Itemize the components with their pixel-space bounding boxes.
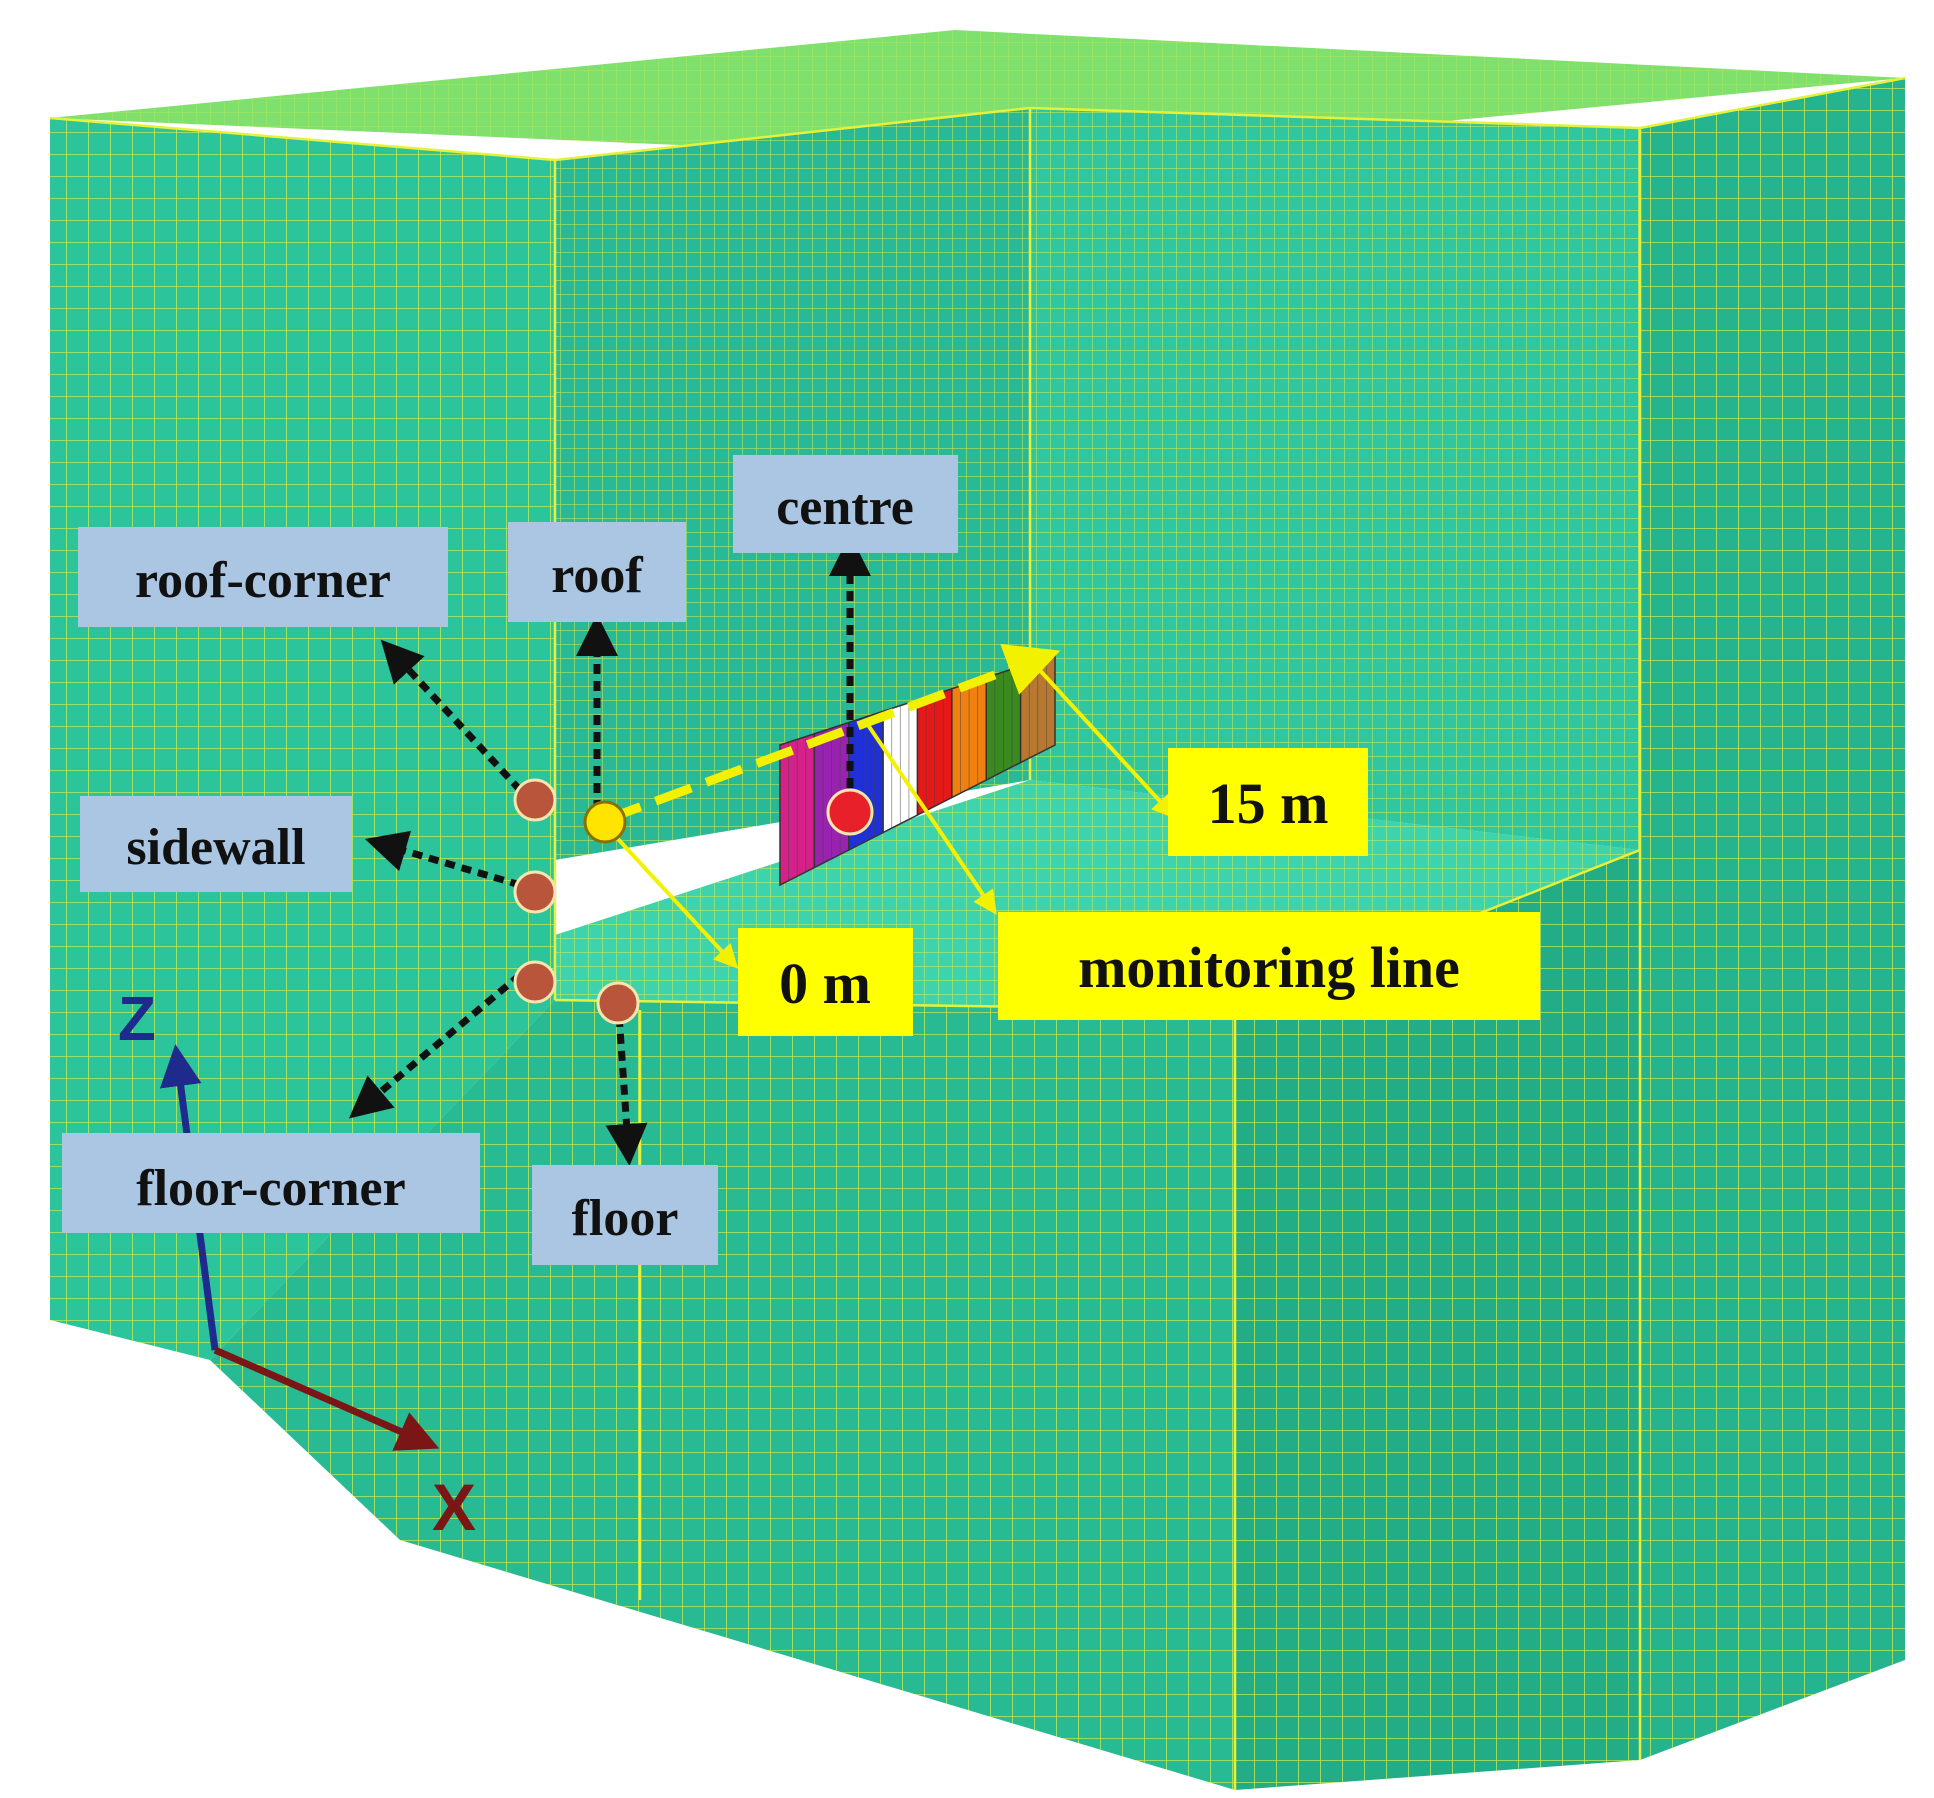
start-leader-arrow <box>603 823 739 969</box>
x-axis-label: X <box>432 1470 476 1544</box>
monitoring-line-annotation <box>603 644 1177 969</box>
label-floor-corner: floor-corner <box>62 1133 480 1233</box>
svg-text:roof-corner: roof-corner <box>135 552 391 609</box>
inner-back-wall-right <box>1030 108 1640 850</box>
roof-corner-point <box>513 778 557 822</box>
svg-text:floor: floor <box>572 1190 679 1247</box>
label-monitoring-line: monitoring line <box>998 912 1540 1020</box>
svg-text:monitoring line: monitoring line <box>1078 935 1460 1000</box>
label-roof: roof <box>508 522 686 622</box>
svg-text:sidewall: sidewall <box>126 819 305 876</box>
cube-right-face <box>1640 78 1905 1760</box>
centre-point <box>826 788 874 836</box>
svg-text:centre: centre <box>776 479 914 536</box>
end-leader-arrow <box>1033 663 1177 819</box>
label-floor: floor <box>532 1165 718 1265</box>
sidewall-arrow <box>364 830 521 889</box>
monitoring-line <box>603 644 1061 825</box>
label-start-distance: 0 m <box>738 928 913 1036</box>
floor-corner-point <box>513 960 557 1004</box>
roof-corner-arrow <box>380 639 523 793</box>
roof-point <box>583 800 627 844</box>
x-axis-line <box>213 1346 440 1451</box>
cube-right-lower-face <box>1235 850 1640 1790</box>
svg-text:0 m: 0 m <box>779 951 871 1016</box>
sidewall-point <box>513 870 557 914</box>
z-axis-label: Z <box>118 985 156 1054</box>
floor-point <box>596 981 640 1025</box>
monitoring-points <box>513 778 874 1025</box>
cube-top-face <box>50 30 1905 160</box>
svg-text:floor-corner: floor-corner <box>136 1160 405 1217</box>
svg-text:roof: roof <box>551 547 643 604</box>
svg-text:15 m: 15 m <box>1208 771 1329 836</box>
label-centre: centre <box>733 455 958 553</box>
label-sidewall: sidewall <box>80 796 352 892</box>
monitoring-leader-arrow <box>866 723 997 915</box>
label-roof-corner: roof-corner <box>78 527 448 627</box>
label-end-distance: 15 m <box>1168 748 1368 856</box>
coordinate-axes: Z X <box>118 985 476 1544</box>
